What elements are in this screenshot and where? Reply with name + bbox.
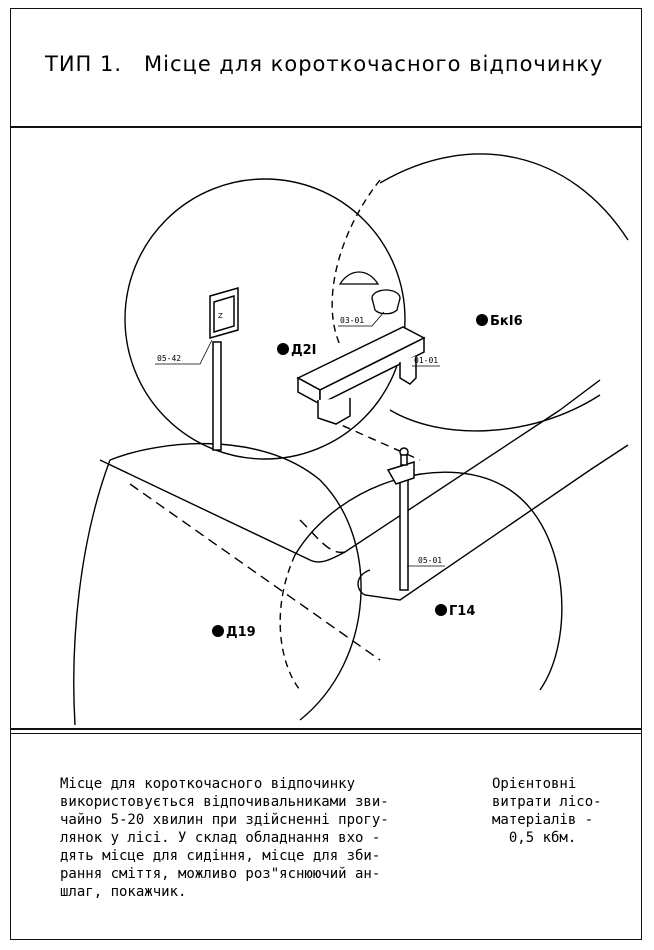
path-edge-right [357,469,591,601]
tree-g14-marker [435,604,447,616]
code-bench: 01-01 [414,356,438,365]
description-text: Місце для короткочасного відпочинку вико… [60,776,389,900]
path-edge-lower [129,483,381,661]
tree-d19-marker [212,625,224,637]
direction-post [386,447,415,591]
title-type: ТИП 1. [45,52,123,76]
tree-bk16-label: БкІ6 [490,314,523,329]
leader-sign [155,339,213,365]
tree-d21-label: Д2І [291,343,316,358]
code-sign: 05-42 [157,354,181,363]
bottom-rule-thin [10,733,641,734]
cost-text: Орієнтовні витрати лісо- матеріалів - 0,… [492,776,602,846]
tree-d19-label: Д19 [226,625,256,640]
path-edge-mid [299,519,346,554]
svg-text:Z: Z [218,312,223,320]
crown-bk16-arc [379,153,629,432]
waste-bin [338,271,401,315]
path-edge-far [559,379,601,411]
tree-d21-marker [277,343,289,355]
code-bin: 03-01 [340,316,364,325]
title-rule [10,126,641,128]
path-edge-far2 [589,444,629,471]
title-name: Місце для короткочасного відпочинку [144,52,604,76]
tree-g14-label: Г14 [449,604,475,619]
bottom-rule [10,728,641,730]
code-post: 05-01 [418,556,442,565]
crown-g14 [294,471,563,691]
crown-d21 [124,178,406,460]
leader-bin [338,311,385,327]
page-frame [10,8,642,940]
path-edge-far3 [329,419,421,461]
crown-bk16-dashed [331,179,381,346]
tree-bk16-marker [476,314,488,326]
page-title: ТИП 1. Місце для короткочасного відпочинк… [45,52,603,76]
crown-g14-dashed [279,554,301,691]
crown-d19 [73,442,362,726]
info-sign: Z [209,287,239,451]
bench [296,326,426,425]
path-edge-upper [99,409,561,563]
